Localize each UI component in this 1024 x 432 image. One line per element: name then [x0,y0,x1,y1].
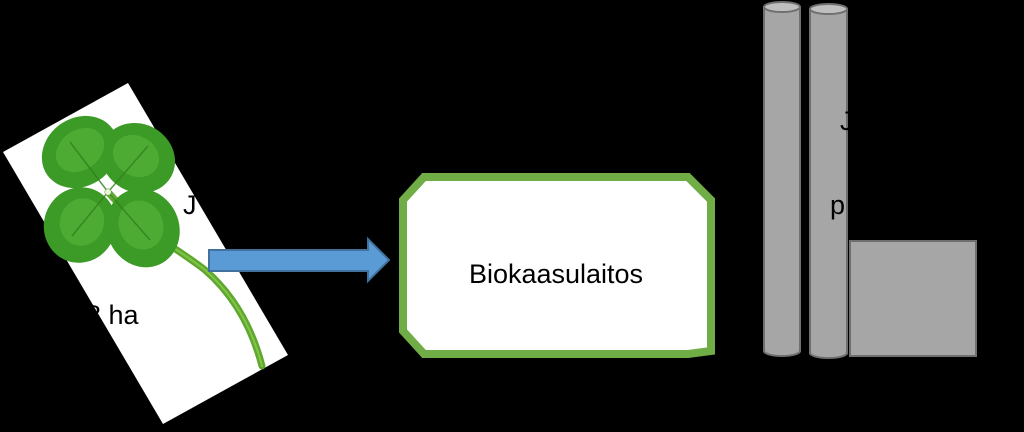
biogas-plant-box: Biokaasulaitos [399,173,715,358]
field-card: J 8 ha [3,83,288,424]
silos-group: J p [763,1,977,359]
silo-text-top: J [840,106,854,136]
four-leaf-clover-icon [41,115,266,370]
storage-block [849,240,977,357]
cylinder-left [763,1,801,357]
biogas-plant-box-frame [399,173,715,358]
field-card-text-top: J [183,190,197,220]
flow-arrow [208,236,391,284]
biogas-plant-label: Biokaasulaitos [469,259,643,289]
cylinder-right [809,3,848,359]
silo-text-mid: p [830,190,845,220]
field-card-text-area: 8 ha [86,300,140,330]
